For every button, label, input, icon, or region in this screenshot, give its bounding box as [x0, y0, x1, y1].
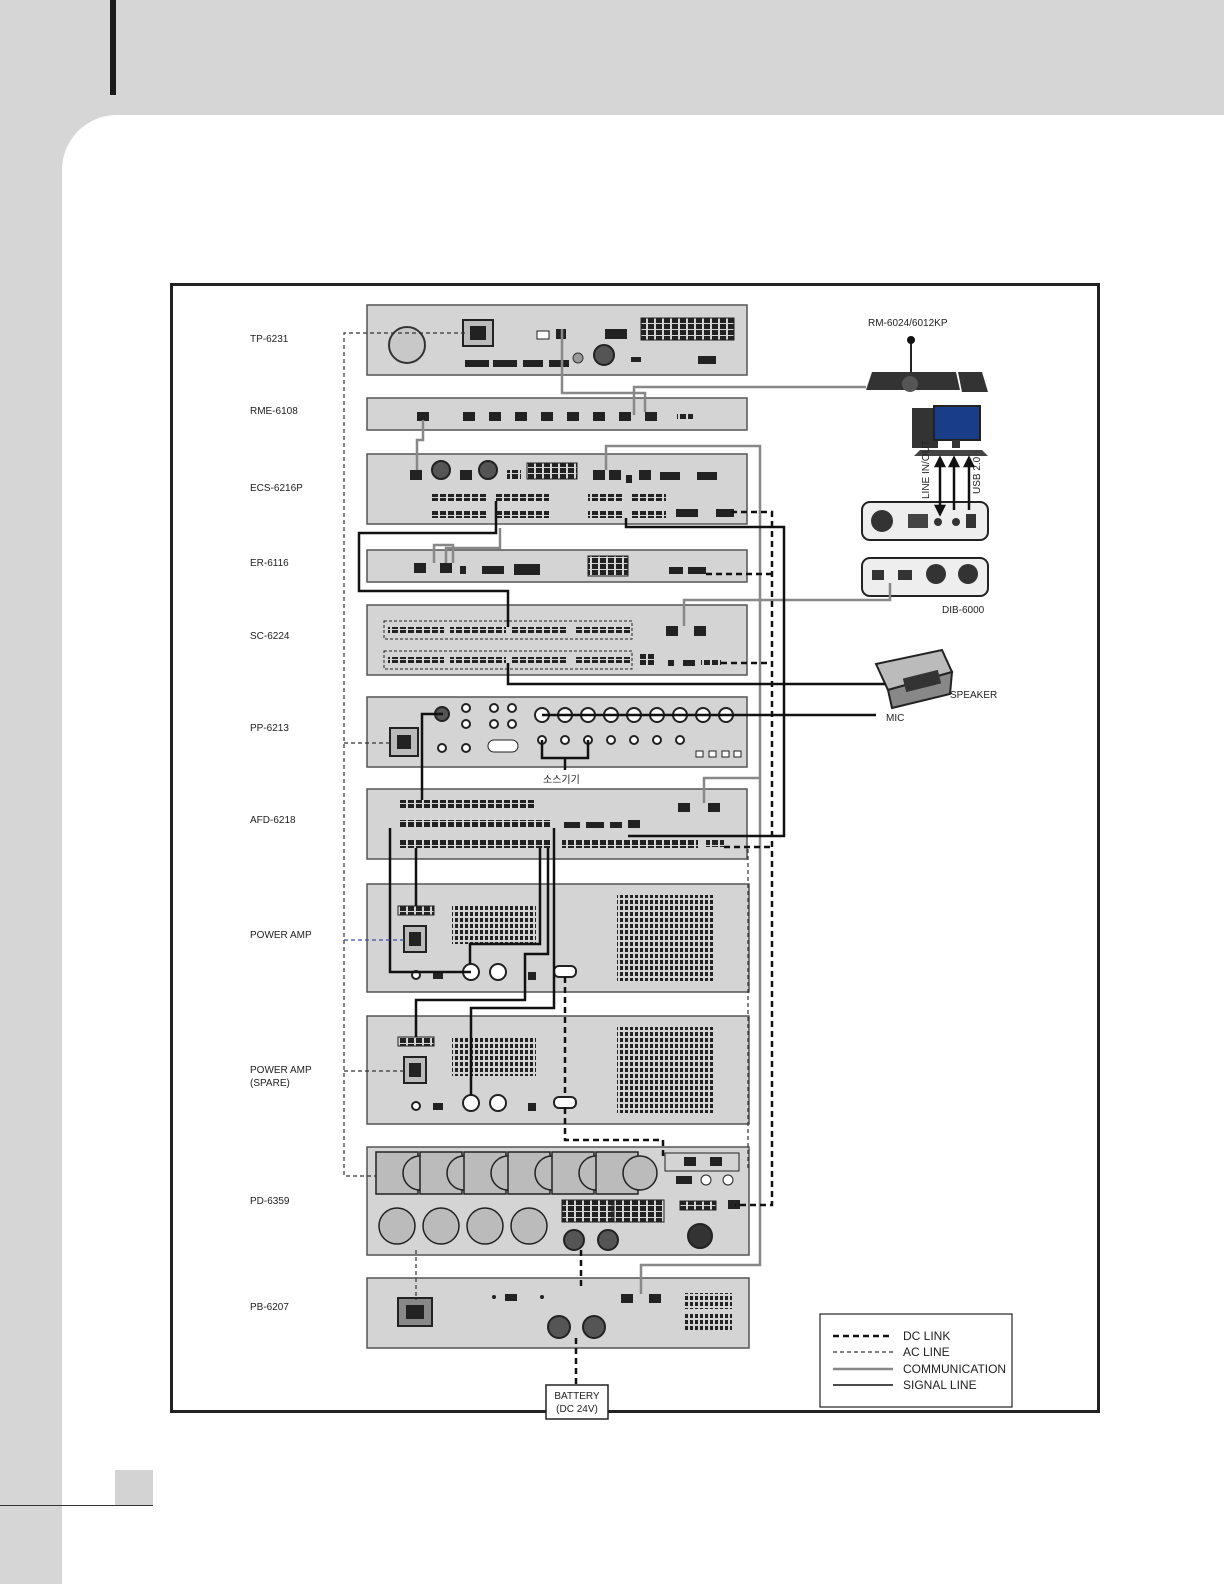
label-dib-6000: DIB-6000 — [942, 605, 985, 616]
device-tp-6231 — [367, 305, 747, 375]
device-pb-6207 — [367, 1278, 749, 1348]
device-pp-6213 — [367, 697, 747, 767]
label-pp: PP-6213 — [250, 723, 289, 734]
dib-6000-interface-box — [862, 502, 988, 596]
legend-label-signal-line: SIGNAL LINE — [903, 1378, 977, 1392]
label-line-inout: LINE IN/OUT — [921, 440, 932, 499]
label-afd: AFD-6218 — [250, 815, 296, 826]
footer-rule — [0, 1505, 153, 1506]
label-usb: USB 2.0 — [972, 456, 983, 494]
device-ecs-6216p — [367, 454, 747, 524]
label-mic: MIC — [886, 713, 904, 724]
remote-microphone-rm-6024 — [866, 336, 988, 392]
label-ecs: ECS-6216P — [250, 483, 303, 494]
legend-label-dc-link: DC LINK — [903, 1329, 950, 1343]
label-amp2: POWER AMP — [250, 1065, 312, 1076]
label-amp2-sub: (SPARE) — [250, 1078, 290, 1089]
page-number-tab — [115, 1470, 153, 1506]
label-pd: PD-6359 — [250, 1196, 290, 1207]
device-pd-6359 — [367, 1147, 749, 1255]
device-afd-6218 — [367, 789, 747, 859]
label-battery: BATTERY — [554, 1391, 600, 1402]
label-battery-voltage: (DC 24V) — [556, 1404, 598, 1415]
label-source-device: 소스기기 — [543, 774, 580, 786]
label-pb: PB-6207 — [250, 1302, 289, 1313]
label-remote-mic: RM-6024/6012KP — [868, 318, 948, 329]
label-sc: SC-6224 — [250, 631, 290, 642]
label-rme: RME-6108 — [250, 406, 298, 417]
label-amp1: POWER AMP — [250, 930, 312, 941]
label-speaker: SPEAKER — [950, 690, 997, 701]
legend-label-communication: COMMUNICATION — [903, 1362, 1006, 1376]
label-er: ER-6116 — [250, 558, 289, 569]
legend: DC LINK AC LINE COMMUNICATION SIGNAL LIN… — [820, 1314, 1012, 1407]
device-power-amp — [367, 884, 749, 992]
speaker — [876, 650, 952, 708]
label-tp: TP-6231 — [250, 334, 289, 345]
device-sc-6224 — [367, 605, 747, 675]
device-power-amp-spare — [367, 1016, 749, 1124]
legend-label-ac-line: AC LINE — [903, 1345, 950, 1359]
device-er-6116 — [367, 550, 747, 582]
